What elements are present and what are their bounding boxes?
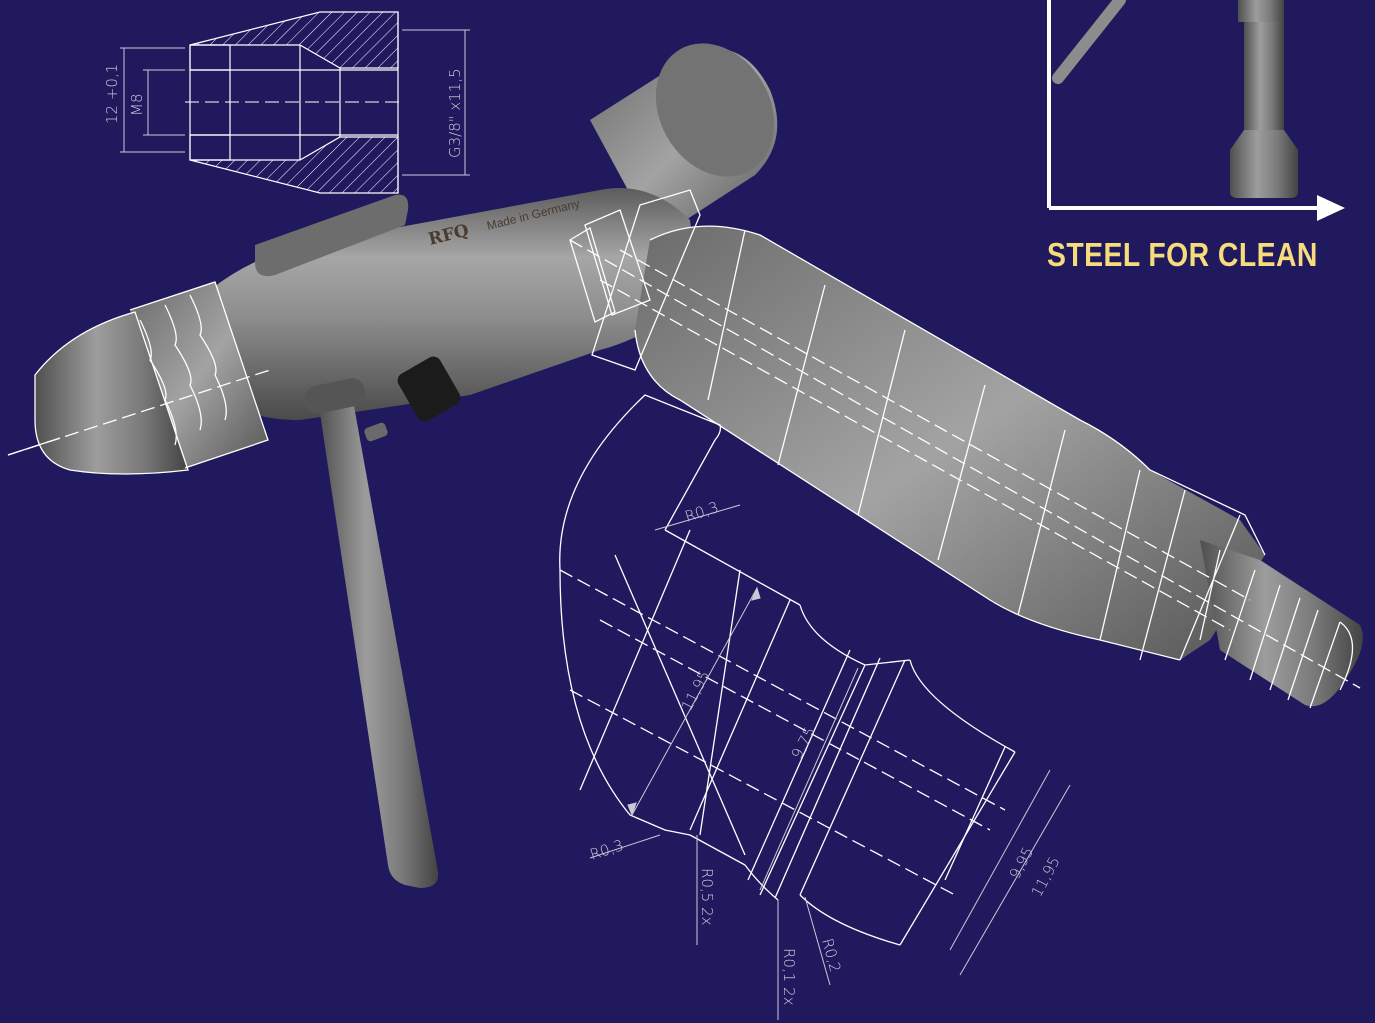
plug-dimension-lines [589,504,1071,1020]
radius-groove-label: R0,5 2x [698,868,716,926]
nozzle-cross-section-drawing: 12 +0,1 M8 G3/8" x11,5 [103,11,470,194]
nozzle-length-label: 12 +0,1 [103,64,121,124]
radius-top-label: R0,3 [683,498,721,526]
headline: STEEL FOR CLEAN [1047,236,1318,273]
plug-detail-drawing [559,394,1016,946]
diameter-right-label: 11,95 [1028,854,1064,900]
nozzle-connection-label: G3/8" x11,5 [446,68,464,158]
inset-diagram [1047,0,1345,221]
radius-fillet-label: R0,2 [818,936,844,974]
spray-gun: RFQ Made in Germany [35,43,1363,888]
nozzle-thread-label: M8 [128,94,146,117]
arrow-right-icon [1317,195,1345,221]
radius-edge-label: R0,1 2x [780,948,798,1006]
diameter-outer-label: 11,95 [678,668,714,714]
gun-outline-overlay [7,189,1361,709]
radius-left-label: R0,3 [588,836,626,864]
